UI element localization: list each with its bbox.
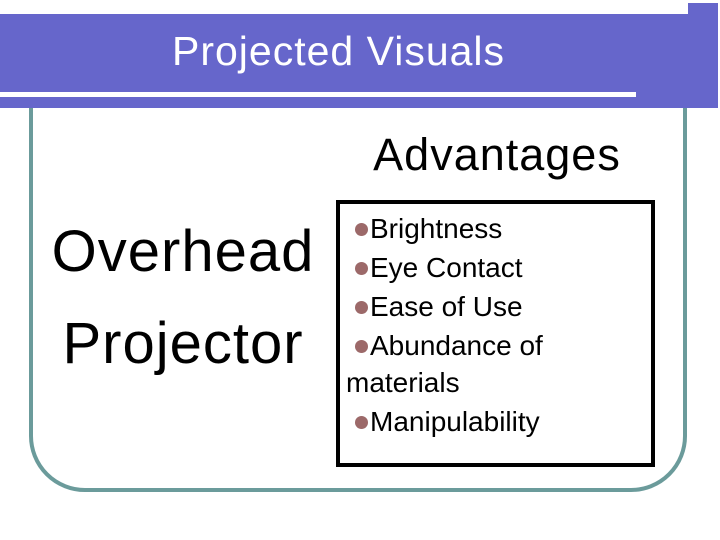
bullet-icon (355, 262, 368, 276)
overhead-line-2: Projector (62, 311, 304, 376)
bullet-item: Ease of Use (346, 288, 647, 325)
bullet-icon (355, 416, 368, 430)
overhead-line-1: Overhead (51, 219, 315, 284)
title-underline (0, 92, 636, 97)
overhead-projector-label: Overhead Projector (28, 206, 338, 390)
advantages-heading: Advantages (373, 129, 621, 180)
bullet-text: Manipulability (370, 406, 540, 437)
slide-title: Projected Visuals (172, 28, 506, 74)
bullet-text: Abundance of materials (346, 330, 543, 398)
bullet-text: Brightness (370, 213, 503, 244)
bullet-icon (355, 301, 368, 315)
bullet-text: Ease of Use (370, 291, 523, 322)
bullet-text: Eye Contact (370, 252, 523, 283)
bullet-icon (355, 340, 368, 354)
bullet-item: Brightness (346, 210, 647, 247)
bullet-item: Abundance of materials (346, 327, 647, 401)
bullet-item: Manipulability (346, 403, 647, 440)
bullet-item: Eye Contact (346, 249, 647, 286)
bullet-icon (355, 223, 368, 237)
